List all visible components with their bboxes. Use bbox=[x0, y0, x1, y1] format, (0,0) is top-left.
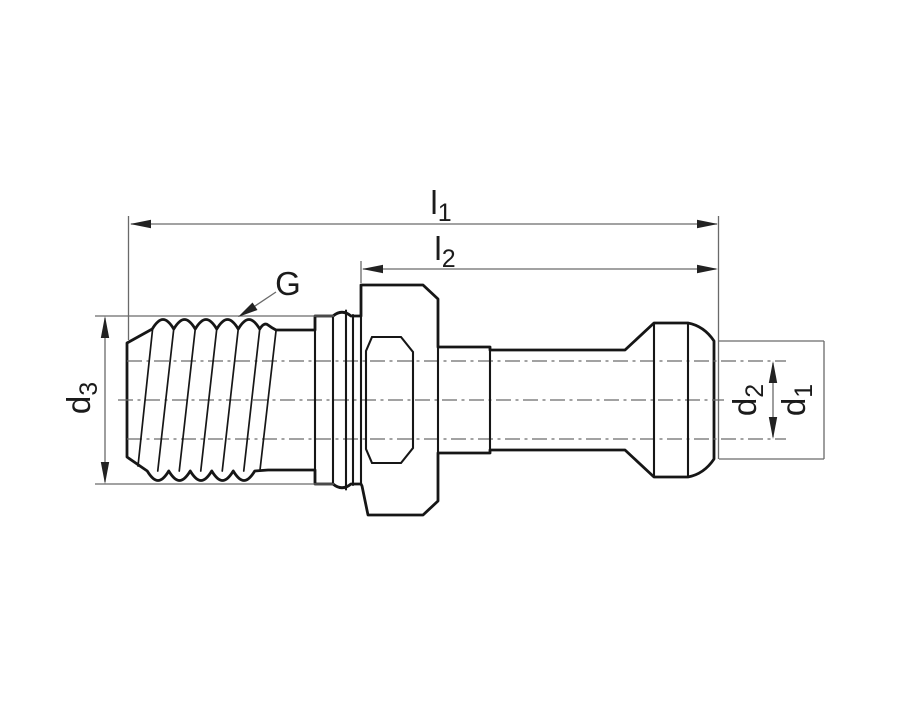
l1-arrow-right bbox=[697, 219, 718, 229]
d3-arrow-top bbox=[100, 316, 110, 338]
d3-arrow-bottom bbox=[100, 462, 110, 484]
labels: l1 l2 G d3 d2 d1 bbox=[60, 184, 818, 416]
label-d2: d2 bbox=[726, 384, 769, 416]
d2-arrow-top bbox=[768, 361, 778, 383]
label-l1: l1 bbox=[430, 184, 451, 227]
label-d3: d3 bbox=[60, 382, 103, 414]
label-g-thread: G bbox=[275, 265, 301, 302]
label-l2: l2 bbox=[434, 230, 455, 273]
part-internal-edges bbox=[137, 309, 690, 491]
flange-groove-outline bbox=[364, 335, 415, 465]
l2-arrow-left bbox=[362, 264, 383, 274]
d2-arrow-bottom bbox=[768, 417, 778, 439]
label-d1: d1 bbox=[775, 384, 818, 416]
g-leader-arrow bbox=[238, 302, 258, 317]
l2-arrow-right bbox=[697, 264, 718, 274]
arrowheads bbox=[100, 219, 778, 484]
thread-flank-lines bbox=[137, 328, 277, 472]
l1-arrow-left bbox=[130, 219, 151, 229]
datum-lines bbox=[118, 360, 786, 440]
